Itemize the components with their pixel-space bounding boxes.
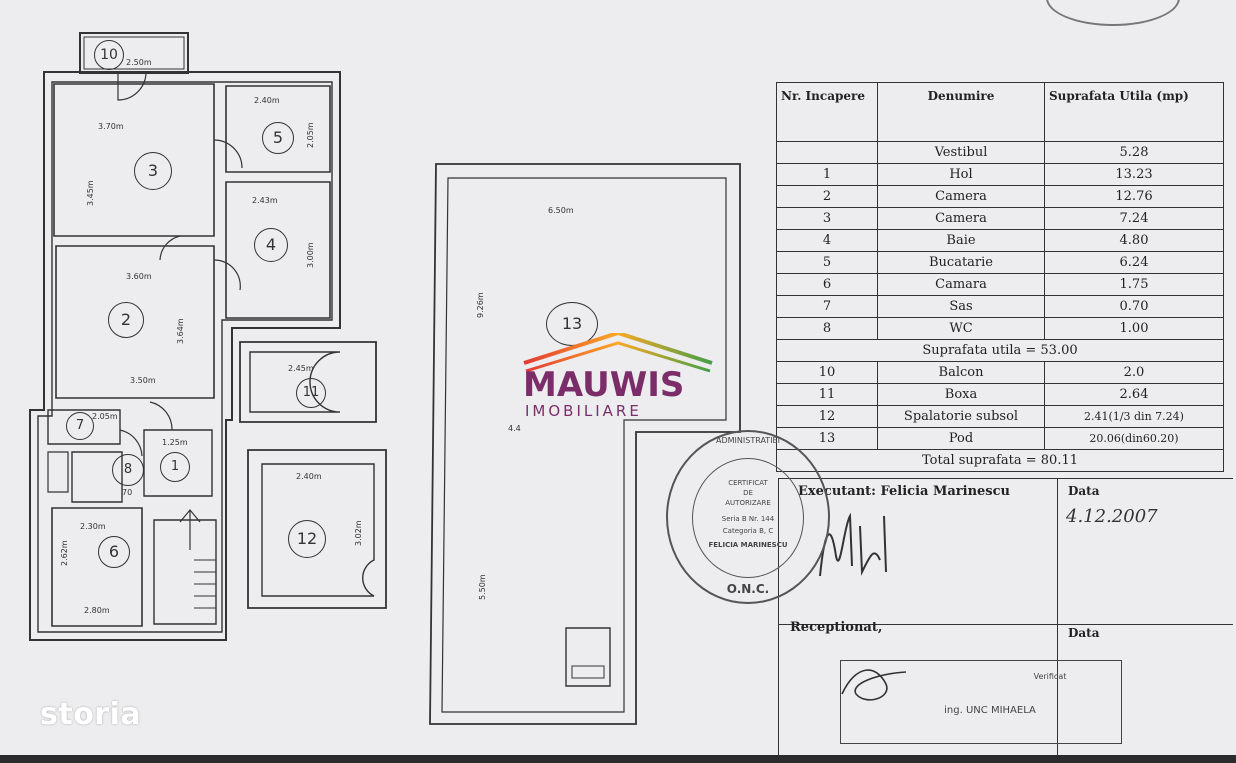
dim-room13-step: 4.4 [508, 424, 521, 433]
logo-title: MAUWIS [523, 365, 685, 405]
room-number-7: 7 [66, 412, 94, 440]
logo-subtitle: IMOBILIARE [525, 402, 642, 420]
rect-stamp-line1: Verificat [1033, 672, 1067, 681]
subtotal-row: Suprafata utila = 53.00 [776, 339, 1224, 362]
executant-label: Executant: Felicia Marinescu [798, 484, 1010, 499]
room-number-8: 8 [112, 454, 144, 486]
room-number-10: 10 [94, 40, 124, 70]
grid-horizontal-line [779, 624, 1233, 626]
dim-room2-bottom: 3.50m [130, 376, 156, 385]
dim-room12-width: 2.40m [296, 472, 322, 481]
stamp-line1: CERTIFICAT [728, 479, 768, 487]
apartment-outline [30, 72, 340, 640]
dim-room3-height: 3.45m [86, 180, 95, 206]
dim-room7: 2.05m [92, 412, 118, 421]
dim-room13-width: 6.50m [548, 206, 574, 215]
dim-room6-width: 2.30m [80, 522, 106, 531]
room-number-4: 4 [254, 228, 288, 262]
dim-room2-width: 3.60m [126, 272, 152, 281]
header-nr: Nr. Incapere [776, 82, 878, 142]
dim-room5-height: 2.05m [306, 122, 315, 148]
room-number-3: 3 [134, 152, 172, 190]
room-number-1: 1 [160, 452, 190, 482]
dim-room1: 1.25m [162, 438, 188, 447]
dim-room4-width: 2.43m [252, 196, 278, 205]
signature-grid [778, 478, 1233, 756]
dim-room13-height: 9.26m [476, 292, 485, 318]
round-stamp-inner [692, 458, 804, 578]
rectangular-stamp [840, 660, 1122, 744]
rect-stamp-scribble [841, 669, 907, 701]
logo-roof-icon [523, 333, 713, 365]
round-stamp [666, 430, 830, 604]
dim-balcony: 2.50m [126, 58, 152, 67]
dim-room13-lower: 5.50m [478, 574, 487, 600]
dim-room8: 70 [122, 488, 133, 497]
storia-brand-logo: storia [40, 697, 142, 732]
room-number-11: 11 [296, 378, 326, 408]
data-label: Data [1068, 484, 1100, 498]
grid-vertical-line [1057, 479, 1059, 756]
header-denumire: Denumire [877, 82, 1045, 142]
dim-room11: 2.45m [288, 364, 314, 373]
room-number-12: 12 [288, 520, 326, 558]
stamp-bottom-text: O.N.C. [726, 582, 770, 596]
dim-room3-width: 3.70m [98, 122, 124, 131]
rect-stamp-line2: ing. UNC MIHAELA [944, 705, 1036, 716]
room-area-table: Nr. Incapere Denumire Suprafata Utila (m… [776, 82, 1224, 472]
room-number-2: 2 [108, 302, 144, 338]
dim-room5-width: 2.40m [254, 96, 280, 105]
mauwis-logo [522, 333, 714, 433]
room-number-13: 13 [546, 302, 598, 346]
stamp-line5: Categoria B, C [722, 527, 774, 535]
dim-room6-height: 2.62m [60, 540, 69, 566]
stamp-line4: Seria B Nr. 144 [721, 515, 775, 523]
stamp-line3: AUTORIZARE [725, 499, 771, 507]
dim-room2-height: 3.64m [176, 318, 185, 344]
dim-room6-bottom: 2.80m [84, 606, 110, 615]
total-row: Total suprafata = 80.11 [776, 449, 1224, 472]
room-number-6: 6 [98, 536, 130, 568]
table-header-row: Nr. Incapere Denumire Suprafata Utila (m… [776, 82, 1224, 142]
header-suprafata: Suprafata Utila (mp) [1044, 82, 1224, 142]
stamp-line2: DE [743, 489, 753, 497]
dim-room12-height: 3.02m [354, 520, 363, 546]
bottom-bar [0, 755, 1236, 763]
date-handwritten: 4.12.2007 [1066, 506, 1158, 527]
room-number-5: 5 [262, 122, 294, 154]
dim-room4-height: 3.00m [306, 242, 315, 268]
stamp-ring-text: ADMINISTRATIEI [716, 436, 780, 445]
receptionat-label: Receptionat, [790, 620, 883, 635]
stamp-line6: FELICIA MARINESCU [708, 541, 788, 549]
data-label-2: Data [1068, 626, 1100, 640]
